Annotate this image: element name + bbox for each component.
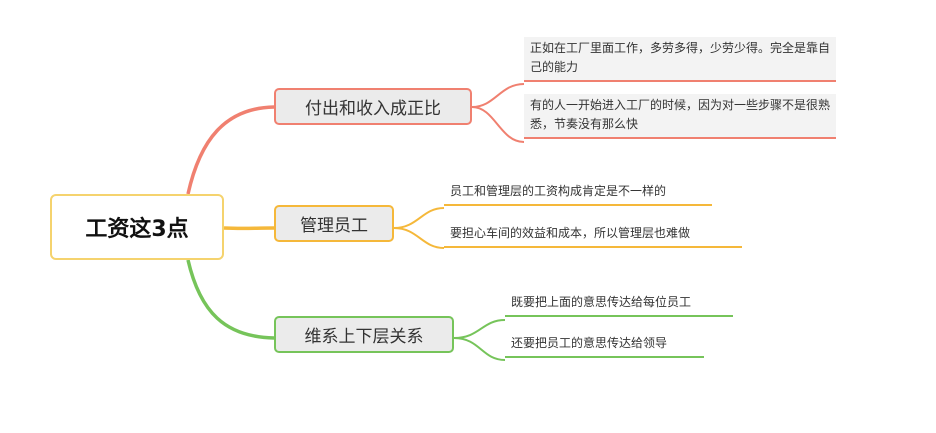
branch-node-pay-vs-income[interactable]: 付出和收入成正比 [274,88,472,125]
root-node[interactable]: 工资这3点 [50,194,224,260]
leaf-node[interactable]: 正如在工厂里面工作，多劳多得，少劳少得。完全是靠自己的能力 [524,37,836,82]
branch-node-maintain-relations[interactable]: 维系上下层关系 [274,316,454,353]
branch-label: 维系上下层关系 [304,327,424,347]
root-label: 工资这3点 [85,217,189,242]
connector-branch3-leaf2 [453,337,506,361]
leaf-node[interactable]: 要担心车间的效益和成本，所以管理层也难做 [444,222,742,248]
branch-node-manage-staff[interactable]: 管理员工 [274,205,394,242]
branch-label: 付出和收入成正比 [305,99,441,119]
leaf-node[interactable]: 员工和管理层的工资构成肯定是不一样的 [444,180,712,206]
connector-branch1-leaf1 [471,83,525,108]
branch-label: 管理员工 [300,216,368,236]
connector-branch2-leaf1 [393,207,445,229]
connector-branch1-leaf2 [471,106,525,143]
connector-root-branch1 [186,105,275,195]
leaf-node[interactable]: 还要把员工的意思传达给领导 [505,332,704,358]
leaf-node[interactable]: 既要把上面的意思传达给每位员工 [505,291,733,317]
connector-root-branch3 [186,259,275,340]
leaf-node[interactable]: 有的人一开始进入工厂的时候，因为对一些步骤不是很熟悉，节奏没有那么快 [524,94,836,139]
connector-branch2-leaf2 [393,227,445,249]
connector-branch3-leaf1 [453,319,506,339]
